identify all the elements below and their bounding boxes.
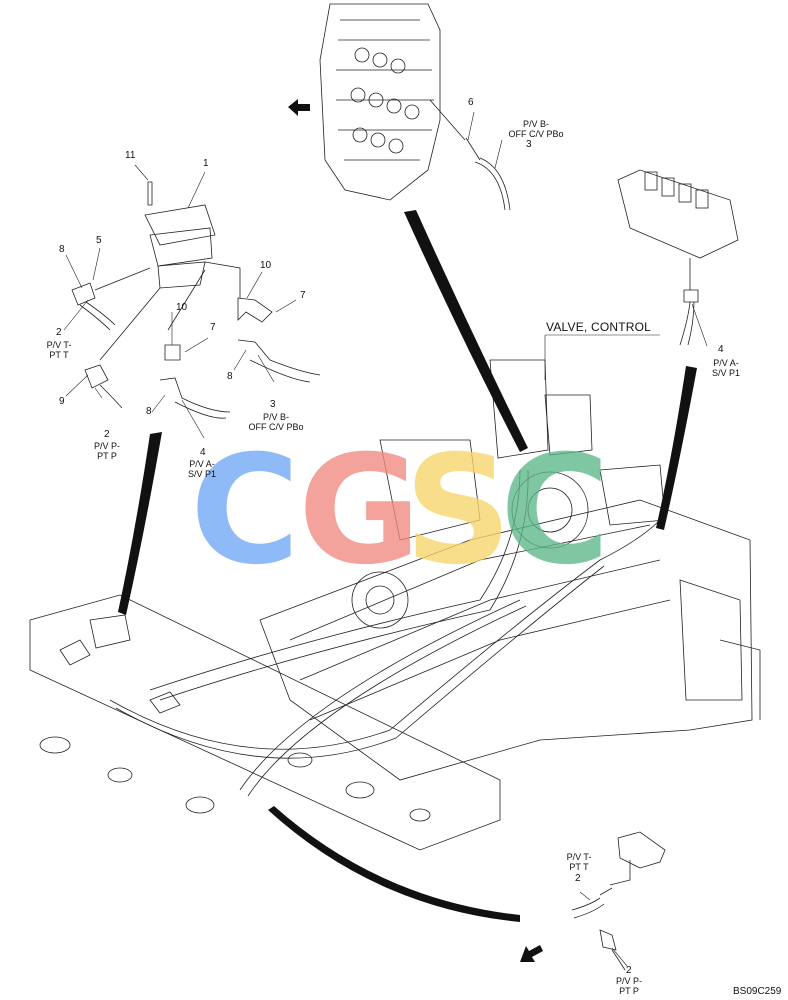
watermark-letter-s: S <box>404 424 513 598</box>
callout-5: 5 <box>96 235 102 246</box>
callout-9: 9 <box>59 396 65 407</box>
routing-arrow-top <box>404 210 528 452</box>
label-pv-t-left: P/V T- PT T <box>46 340 72 360</box>
callout-2-bottom: 2 <box>626 965 632 976</box>
label-pv-p-bottom: P/V P- PT P <box>615 976 642 996</box>
solenoid-valve <box>617 169 739 346</box>
callout-6: 6 <box>468 97 474 108</box>
label-pv-a-right: P/V A- S/V P1 <box>711 358 740 378</box>
valve-control-title: VALVE, CONTROL <box>546 320 652 334</box>
callout-3-top: 3 <box>526 139 532 150</box>
routing-arrow-bottom <box>268 806 520 922</box>
callout-8b: 8 <box>227 371 233 382</box>
leader-lines <box>63 111 708 967</box>
callout-2-lower: 2 <box>104 429 110 440</box>
pilot-valve-bottom <box>571 831 666 971</box>
routing-arrow-right <box>656 366 697 530</box>
cab-floor-plate <box>29 594 501 851</box>
callout-7a: 7 <box>300 290 306 301</box>
callout-10a: 10 <box>260 260 272 271</box>
label-pv-b-top: P/V B- OFF C/V PBo <box>508 119 564 139</box>
pilot-valve-assembly <box>71 181 321 419</box>
control-valve-top <box>319 3 511 211</box>
callout-8a: 8 <box>59 244 65 255</box>
watermark-letter-c2: C <box>500 424 611 598</box>
callout-3-mid: 3 <box>270 399 276 410</box>
callout-4-left: 4 <box>200 447 206 458</box>
callout-2-left: 2 <box>56 327 62 338</box>
label-pv-t-bottom: P/V T- PT T <box>566 852 592 872</box>
direction-arrow-bottom-icon <box>520 945 543 962</box>
figure-code: BS09C259 <box>733 986 782 997</box>
callout-4-right: 4 <box>718 344 724 355</box>
routing-arrow-left <box>118 432 162 615</box>
callout-11: 11 <box>125 150 136 161</box>
callout-10b: 10 <box>176 302 188 313</box>
label-pv-a-left: P/V A- S/V P1 <box>187 459 216 479</box>
watermark-letter-g: G <box>298 424 422 598</box>
callout-7b: 7 <box>210 322 216 333</box>
direction-arrow-top-icon <box>288 99 310 116</box>
label-pv-b-mid: P/V B- OFF C/V PBo <box>248 412 304 432</box>
watermark-letter-c1: C <box>190 424 301 598</box>
callout-8c: 8 <box>146 406 152 417</box>
label-pv-p-left: P/V P- PT P <box>93 441 120 461</box>
callout-1: 1 <box>203 158 209 169</box>
callout-2-br: 2 <box>575 873 581 884</box>
